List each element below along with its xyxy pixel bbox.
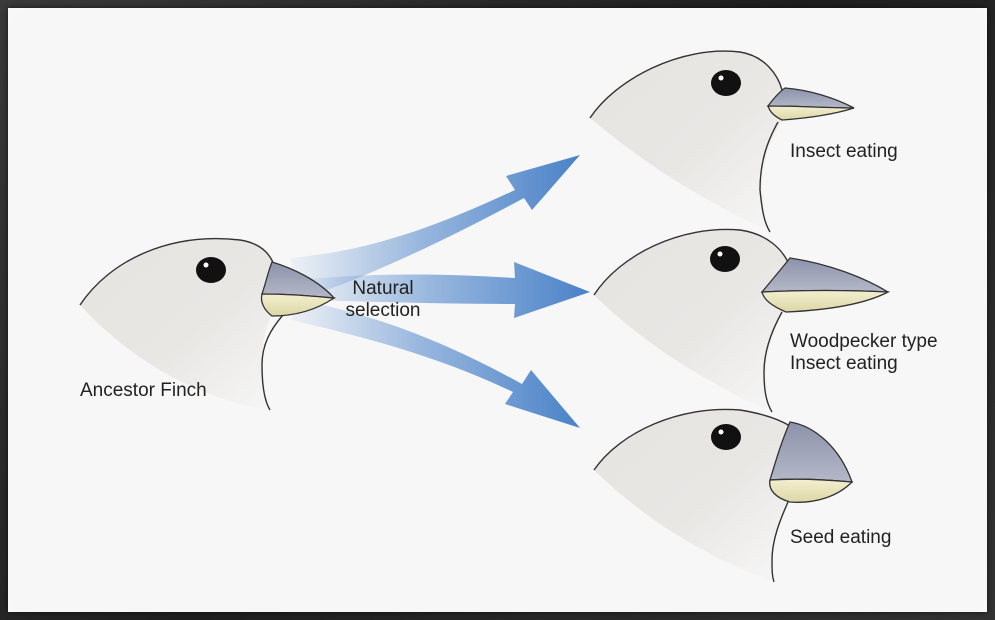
seed-beak-lower [770,479,852,502]
natural-selection-line2: selection [333,300,433,322]
ancestor-eye [196,257,226,283]
woodpecker-eye [710,246,740,272]
natural-selection-label: Natural selection [333,278,433,322]
natural-selection-line1: Natural [333,278,433,300]
seed-eating-finch-head [594,409,852,582]
insect-eating-label: Insect eating [790,141,898,163]
insect-eating-label-line1: Insect eating [790,141,898,163]
seed-eating-label: Seed eating [790,527,891,549]
woodpecker-label-line1: Woodpecker type [790,331,938,353]
woodpecker-finch-head [594,229,888,412]
insect-beak-lower [768,106,854,120]
ancestor-finch-label: Ancestor Finch [80,380,207,402]
woodpecker-label-line2: Insect eating [790,353,938,375]
seed-eye [711,424,741,450]
insect-beak-upper [768,88,854,108]
seed-eating-label-line1: Seed eating [790,527,891,549]
woodpecker-beak-lower [762,291,888,313]
woodpecker-type-label: Woodpecker type Insect eating [790,331,938,375]
insect-eye [711,70,741,96]
